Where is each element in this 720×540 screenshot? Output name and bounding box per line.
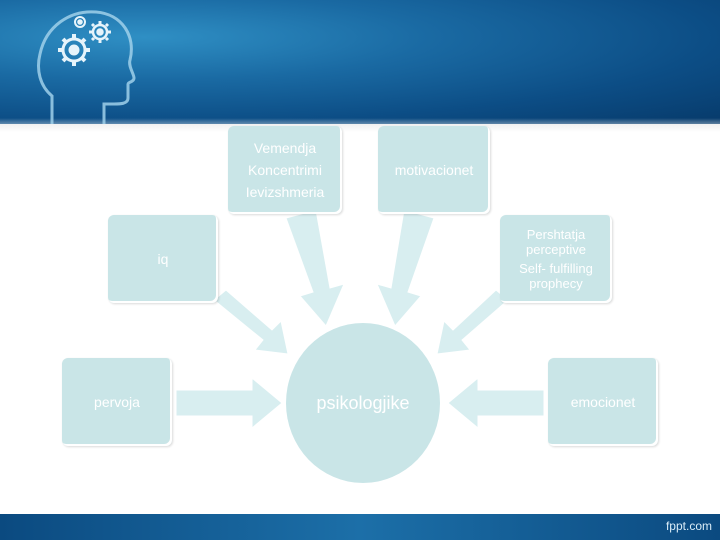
- node-pervoja: pervoja: [62, 358, 172, 446]
- large-gear-icon: [58, 34, 90, 66]
- node-label-pervoja: pervoja: [94, 394, 140, 410]
- small-gear-icon: [89, 21, 111, 43]
- center-label: psikologjike: [316, 392, 410, 413]
- arrow-bottom-right-to-center: [447, 376, 545, 430]
- node-label-emocionet: emocionet: [570, 394, 636, 410]
- node-emocionet: emocionet: [548, 358, 658, 446]
- node-line-ievizshmeria: Ievizshmeria: [245, 184, 325, 200]
- head-with-gears-icon: [37, 10, 136, 124]
- arrow-mid-left-to-center: [213, 289, 289, 355]
- node-motivacionet: motivacionet: [378, 126, 490, 214]
- node-iq: iq: [108, 215, 218, 303]
- node-line-prophecy: prophecy: [529, 276, 583, 291]
- node-line-self-fulfilling: Self- fulfilling: [519, 261, 593, 276]
- node-label-motivacionet: motivacionet: [394, 162, 474, 178]
- footer-credit: fppt.com: [665, 519, 712, 533]
- center-node-psikologjike: psikologjike: [286, 323, 440, 483]
- node-line-perceptive: perceptive: [526, 242, 586, 257]
- arrow-bottom-left-to-center: [175, 376, 283, 430]
- head-silhouette-icon: [37, 10, 136, 124]
- node-attention-concentration-imagination: Vemendja Koncentrimi Ievizshmeria: [228, 126, 342, 214]
- footer-band: [0, 514, 720, 540]
- node-perceptive-adaptation: Pershtatja perceptive Self- fulfilling p…: [500, 215, 612, 303]
- tiny-gear-icon: [74, 16, 86, 28]
- arrow-mid-right-to-center: [436, 289, 509, 355]
- node-line-pershtatja: Pershtatja: [526, 227, 586, 242]
- node-line-koncentrimi: Koncentrimi: [248, 162, 322, 178]
- node-line-vemendja: Vemendja: [253, 140, 317, 156]
- arrow-top-left-to-center: [285, 209, 345, 327]
- header-shadow: [0, 124, 720, 132]
- node-label-iq: iq: [157, 251, 169, 267]
- arrow-top-right-to-center: [376, 209, 435, 327]
